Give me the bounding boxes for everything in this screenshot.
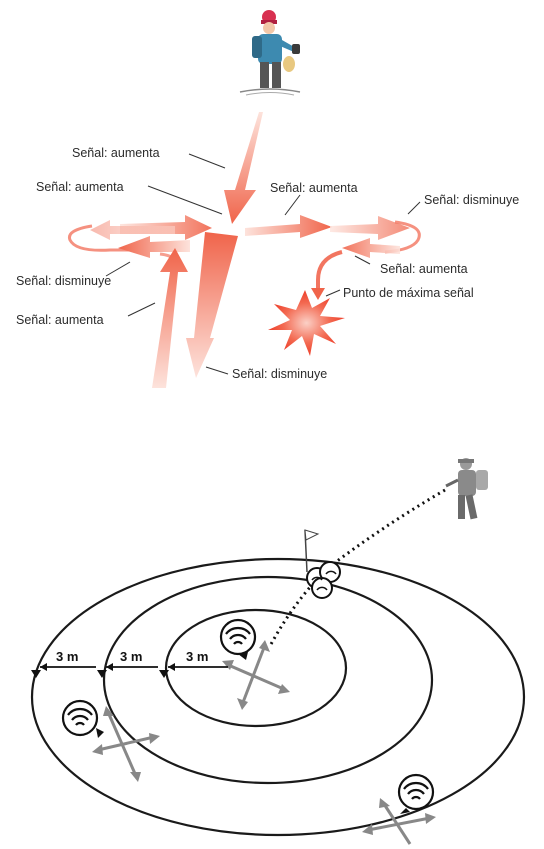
label-signal-decrease-1: Señal: disminuye	[424, 193, 519, 207]
distance-markers: 3 m 3 m 3 m	[31, 649, 228, 678]
signal-icon-outer	[399, 775, 433, 814]
search-dotted-path	[270, 490, 445, 646]
cross-arrows-left-icon	[98, 712, 154, 776]
leader-lines	[106, 154, 420, 374]
arrow-down-approach	[224, 112, 263, 224]
arrow-up-left	[152, 248, 188, 388]
distance-label-inner: 3 m	[186, 649, 208, 664]
label-max-signal-point: Punto de máxima señal	[343, 286, 474, 300]
label-signal-increase-1: Señal: aumenta	[72, 146, 160, 160]
max-signal-burst-icon	[268, 290, 345, 356]
distance-label-middle: 3 m	[120, 649, 142, 664]
arrow-right-1	[245, 215, 332, 238]
label-signal-increase-3: Señal: aumenta	[270, 181, 358, 195]
hiker-with-beacon-icon	[240, 10, 300, 95]
curve-to-burst	[318, 252, 342, 290]
signal-icon-left	[63, 701, 104, 738]
label-signal-increase-4: Señal: aumenta	[380, 262, 468, 276]
rescuer-hiker-icon	[446, 458, 488, 519]
arrow-head-to-burst	[311, 288, 325, 300]
start-flag-icon	[305, 530, 318, 572]
middle-ring	[104, 577, 432, 783]
arrow-down-disminuye	[186, 232, 238, 378]
label-signal-decrease-2: Señal: disminuye	[16, 274, 111, 288]
label-signal-increase-5: Señal: aumenta	[16, 313, 104, 327]
arrow-right-2	[330, 216, 410, 240]
arrow-left-lower	[118, 236, 190, 258]
label-signal-decrease-3: Señal: disminuye	[232, 367, 327, 381]
circle-search-diagram: 3 m 3 m 3 m	[31, 458, 524, 844]
distance-label-outer: 3 m	[56, 649, 78, 664]
signal-labels: Señal: aumenta Señal: aumenta Señal: aum…	[16, 146, 519, 381]
beacon-signal-icons-cluster	[307, 562, 340, 598]
arrow-left-right-side	[342, 238, 400, 258]
label-signal-increase-2: Señal: aumenta	[36, 180, 124, 194]
signal-icon-inner	[221, 620, 255, 660]
